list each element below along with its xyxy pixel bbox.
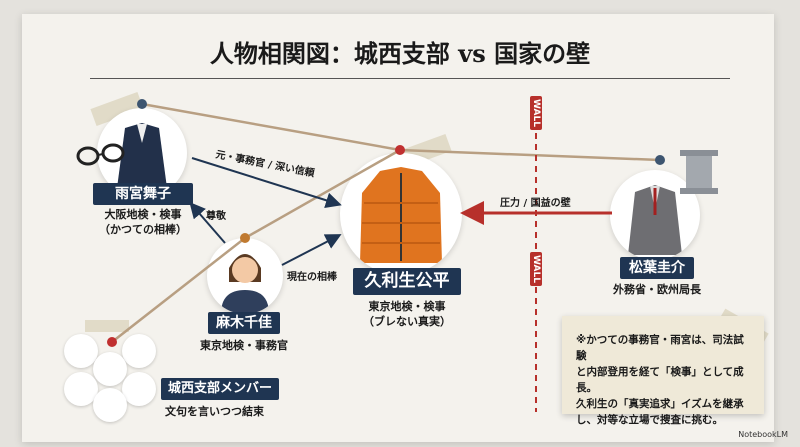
glasses-icon [76,143,125,166]
asagi-role: 東京地検・事務官 [200,339,288,352]
woman-avatar-icon [221,254,269,314]
title-divider [90,78,730,79]
members-name: 城西支部メンバー [161,378,279,400]
down-jacket-icon [360,167,442,263]
relation-label: 尊敬 [206,211,226,222]
amamiya-name: 雨宮舞子 [93,183,193,205]
wall-label: WALL [530,96,542,130]
arrow-asagi-amamiya [189,201,226,244]
notebooklm-watermark: NotebookLM [738,430,788,439]
kuryu-name: 久利生公平 [353,268,461,295]
members-role: 文句を言いつつ結束 [165,405,264,418]
arrow-amamiya-kuryu [191,157,342,209]
kuryu-role: 東京地検・検事（ブレない真実） [363,300,451,328]
pillar-icon [680,150,718,194]
matsuba-name: 松葉圭介 [620,257,694,279]
suit-icon [117,123,167,188]
wall-label: WALL [530,252,542,286]
amamiya-role: 大阪地検・検事（かつての相棒） [99,208,187,236]
page-title: 人物相関図：城西支部 vs 国家の壁 [209,39,591,68]
asagi-name: 麻木千佳 [208,312,280,334]
relation-label: 圧力 / 国益の壁 [500,198,571,209]
grey-suit-icon [628,185,682,255]
matsuba-role: 外務省・欧州局長 [613,283,701,296]
tape [85,320,129,332]
matsuba-portrait [610,170,700,260]
relation-label: 現在の相棒 [287,272,337,283]
sticky-note: ※かつての事務官・雨宮は、司法試験と内部登用を経て「検事」として成長。久利生の「… [562,316,764,426]
asagi-portrait [207,238,283,314]
arrow-asagi-kuryu [281,234,342,266]
